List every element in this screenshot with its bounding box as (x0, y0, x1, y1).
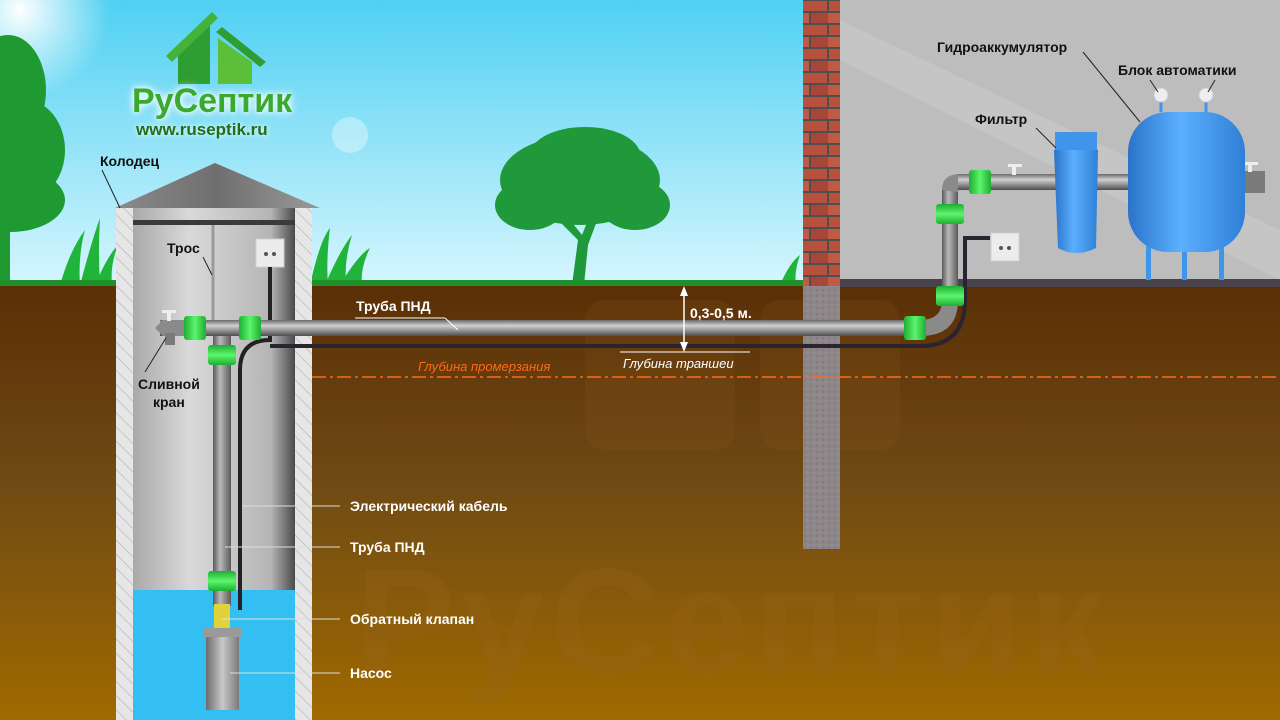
fitting (936, 204, 964, 224)
outlet-tap (1243, 171, 1265, 193)
filter-body (1054, 150, 1098, 253)
leader-lines (101, 51, 1216, 674)
hdpe-pipe-vertical (213, 336, 231, 606)
tree-center-icon (495, 127, 670, 285)
label-rope: Трос (167, 240, 200, 256)
brick-wall (803, 0, 840, 286)
label-trench-depth-range: 0,3-0,5 м. (690, 305, 752, 321)
fitting (936, 286, 964, 306)
label-drain-valve-line2: кран (153, 394, 185, 410)
accumulator-leg (1182, 240, 1187, 280)
tree-left-icon (0, 35, 65, 285)
house-floor (840, 279, 1280, 287)
electric-cable-trench (270, 236, 990, 348)
accumulator-leg (1219, 240, 1224, 280)
watermark-text: РуСептик (355, 537, 1110, 705)
grass-line (0, 280, 805, 286)
hydro-accumulator (1128, 112, 1245, 252)
check-valve (214, 604, 230, 628)
fittings (184, 170, 991, 591)
well-crossbar (133, 220, 295, 225)
logo-website: www.ruseptik.ru (136, 120, 268, 139)
well-wall-left (116, 208, 133, 720)
label-filter: Фильтр (975, 111, 1028, 127)
fitting (239, 316, 261, 340)
well-wall-right (295, 208, 312, 720)
label-hydro-accumulator: Гидроаккумулятор (937, 39, 1068, 55)
fitting (208, 571, 236, 591)
label-electric-cable: Электрический кабель (350, 498, 508, 514)
label-freezing-depth: Глубина промерзания (418, 359, 551, 374)
fitting (208, 345, 236, 365)
fitting (184, 316, 206, 340)
label-trench-depth: Глубина траншеи (623, 356, 734, 371)
pressure-gauge (1153, 87, 1169, 103)
label-hdpe-pipe-vertical: Труба ПНД (350, 539, 425, 555)
label-pump: Насос (350, 665, 392, 681)
fitting (969, 170, 991, 194)
sun-ring (332, 117, 368, 153)
grass-tufts (60, 218, 800, 285)
drain-valve (155, 320, 190, 336)
label-well: Колодец (100, 153, 160, 169)
watermark-shape (585, 300, 735, 450)
well-socket (255, 238, 285, 268)
logo-house-icon (166, 12, 266, 84)
fitting (904, 316, 926, 340)
hdpe-pipe-horizontal (160, 320, 920, 336)
pipe-elbow-top (942, 174, 960, 192)
pump-cap (203, 628, 241, 637)
pipe-elbow-bottom (920, 300, 958, 336)
label-hdpe-pipe-horizontal: Труба ПНД (356, 298, 431, 314)
label-drain-valve-line1: Сливной (138, 376, 200, 392)
label-check-valve: Обратный клапан (350, 611, 475, 627)
label-automation-unit: Блок автоматики (1118, 62, 1237, 78)
accumulator-leg (1146, 240, 1151, 280)
logo-brand-name: РуСептик (132, 82, 293, 120)
pressure-gauge (1198, 87, 1214, 103)
house-socket (990, 232, 1020, 262)
electric-cable (238, 267, 272, 610)
well-roof (115, 163, 320, 208)
